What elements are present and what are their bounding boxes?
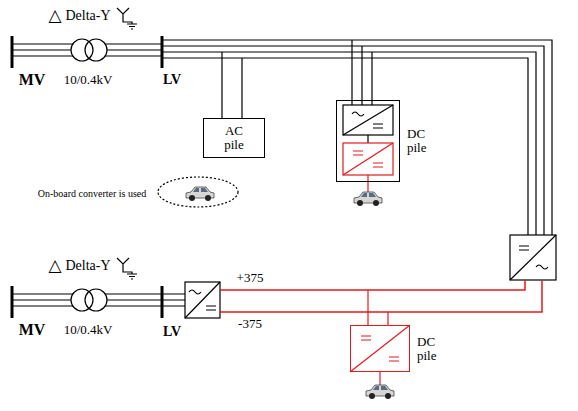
converter-diagonal [350, 325, 410, 372]
pile-label: DC pile [417, 334, 437, 363]
transformer-label: Delta-Y [65, 258, 110, 273]
transformer-winding [85, 289, 107, 311]
dc-symbol [353, 151, 363, 155]
pile-label: AC pile [224, 124, 244, 153]
charging-cable [367, 175, 368, 192]
ac-symbol [189, 290, 201, 294]
dc-symbol [206, 306, 216, 310]
ac-dc-converter [343, 105, 393, 135]
lv-feeder [162, 40, 552, 235]
transformer-winding [71, 39, 93, 61]
winding-symbol: △ [48, 7, 61, 26]
three-phase-wire [12, 294, 73, 306]
car-icon [186, 187, 214, 201]
charging-cable [379, 372, 380, 385]
dc-symbol [361, 336, 371, 340]
three-phase-wire [12, 44, 73, 56]
dc-symbol [389, 357, 399, 361]
dc-symbol [373, 124, 383, 128]
ac-pile-box: AC pile [203, 118, 265, 158]
mv-bus [11, 286, 14, 318]
tap-wire [368, 290, 388, 325]
converter-diagonal [343, 143, 393, 175]
tap-wire [222, 52, 242, 118]
lv-bus [161, 286, 164, 318]
dc-bus-wire [220, 280, 542, 312]
dc-network [12, 258, 542, 385]
dashed-ellipse [158, 177, 238, 207]
ac-network [12, 8, 556, 280]
transformer-winding [85, 39, 107, 61]
car-icon [366, 385, 394, 399]
dc-symbol [373, 163, 383, 167]
note-text: On-board converter is used [38, 188, 147, 199]
ac-dc-converter [185, 282, 220, 318]
tap-wire [352, 40, 372, 105]
bus-label: LV [163, 72, 181, 87]
dc-symbol [519, 246, 529, 250]
three-phase-wire [162, 294, 185, 306]
bus-label: MV [19, 71, 46, 89]
bus-label: LV [163, 324, 181, 339]
converter-diagonal [185, 282, 220, 318]
transformer-label: Delta-Y [65, 8, 110, 23]
converter-diagonal [510, 235, 556, 280]
bus-label: MV [19, 321, 46, 339]
dc-dc-converter [343, 143, 393, 192]
voltage-rating: 10/0.4kV [64, 323, 113, 337]
dc-pile-box: DC pile [350, 325, 410, 372]
pile-label: DC pile [407, 127, 427, 156]
mv-bus [11, 36, 14, 68]
wye-ground-symbol [117, 8, 137, 29]
ac-symbol [352, 112, 364, 116]
car-icon [354, 192, 382, 206]
bus-voltage: +375 [237, 271, 264, 285]
link-wire [367, 135, 368, 143]
transformer-winding [71, 289, 93, 311]
bus-voltage: -375 [238, 317, 262, 331]
converter-diagonal [343, 105, 393, 135]
winding-symbol: △ [48, 257, 61, 276]
dc-bus [220, 280, 542, 385]
dc-pile-box: DC pile [336, 100, 400, 182]
converter-box [343, 143, 393, 175]
three-phase-wire [105, 44, 162, 56]
wye-ground-symbol [117, 258, 137, 279]
three-phase-wire [105, 294, 162, 306]
ac-symbol [536, 265, 548, 269]
voltage-rating: 10/0.4kV [64, 73, 113, 87]
ac-dc-converter [510, 235, 556, 280]
